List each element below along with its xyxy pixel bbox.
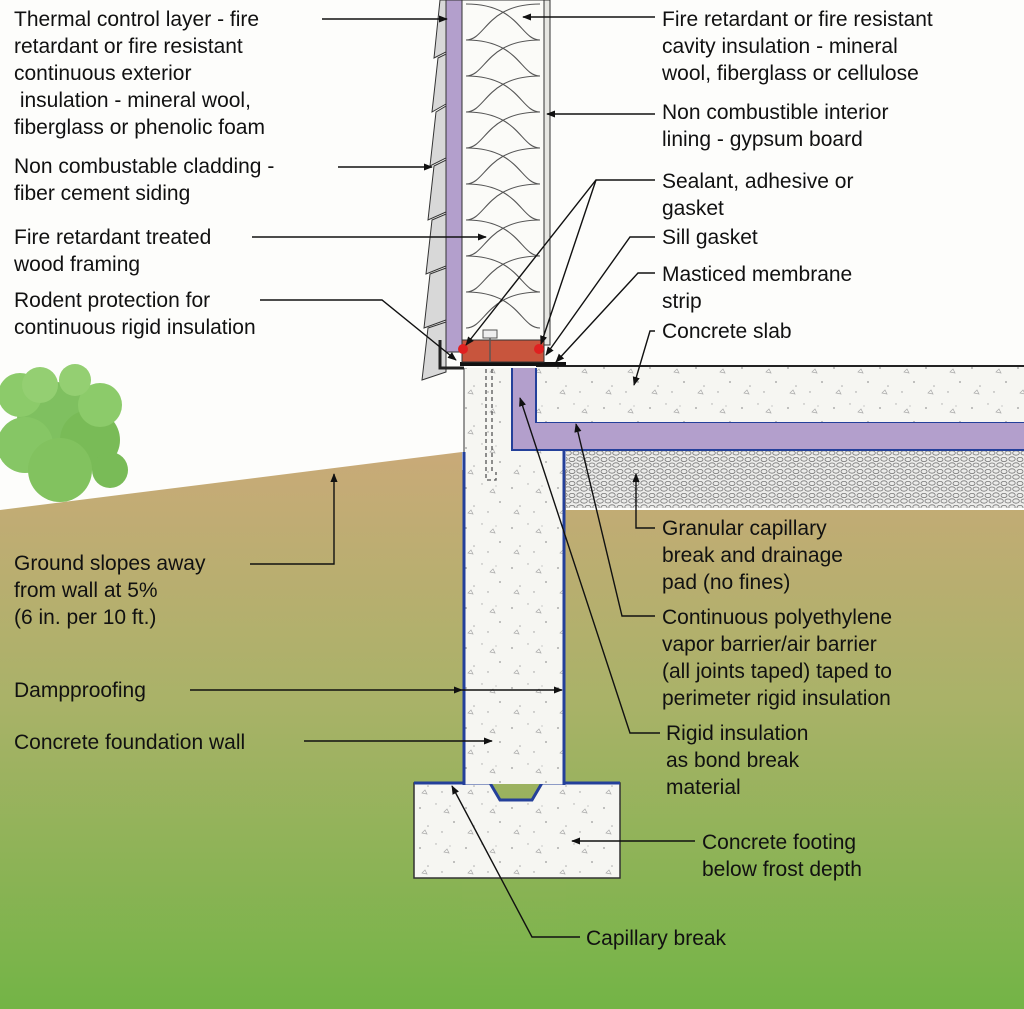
text-line: Sill gasket <box>662 226 758 249</box>
sealant-bead-left <box>458 344 468 354</box>
label-interior-lining: Non combustible interior lining - gypsum… <box>662 101 888 151</box>
label-sealant: Sealant, adhesive or gasket <box>662 170 853 220</box>
text-line: material <box>666 776 741 799</box>
text-line: from wall at 5% <box>14 579 158 602</box>
text-line: fiberglass or phenolic foam <box>14 116 265 139</box>
concrete-slab <box>537 367 1024 422</box>
text-line: pad (no fines) <box>662 571 790 594</box>
leader-poly <box>574 423 655 617</box>
label-foundation-wall: Concrete foundation wall <box>14 731 245 754</box>
text-line: (6 in. per 10 ft.) <box>14 606 156 629</box>
text-line: Concrete footing <box>702 831 856 854</box>
text-line: Fire retardant or fire resistant <box>662 8 933 31</box>
label-concrete-footing: Concrete footing below frost depth <box>702 831 862 881</box>
label-membrane-strip: Masticed membrane strip <box>662 263 852 313</box>
label-polyethylene: Continuous polyethylene vapor barrier/ai… <box>662 606 892 710</box>
leader-ground-slope <box>250 473 338 565</box>
gypsum-board <box>543 0 551 346</box>
text-line: Non combustable cladding - <box>14 155 274 178</box>
text-line: continuous exterior <box>14 62 191 85</box>
text-line: below frost depth <box>702 858 862 881</box>
granular-drainage-pad <box>566 450 1024 508</box>
label-sill-gasket: Sill gasket <box>662 226 758 249</box>
text-line: (all joints taped) taped to <box>662 660 892 683</box>
label-ground-slope: Ground slopes away from wall at 5% (6 in… <box>14 552 206 629</box>
text-line: Rodent protection for <box>14 289 210 312</box>
text-line: retardant or fire resistant <box>14 35 243 58</box>
text-line: insulation - mineral wool, <box>14 89 251 112</box>
leader-slab <box>632 330 655 386</box>
text-line: lining - gypsum board <box>662 128 863 151</box>
text-line: Ground slopes away <box>14 552 206 575</box>
text-line: wood framing <box>13 253 140 276</box>
label-granular-pad: Granular capillary break and drainage pa… <box>662 517 843 594</box>
text-line: fiber cement siding <box>14 182 190 205</box>
label-cavity-insulation: Fire retardant or fire resistant cavity … <box>661 8 933 85</box>
sill-plate <box>461 339 545 363</box>
text-line: Concrete foundation wall <box>14 731 245 754</box>
masticed-membrane-strip <box>460 362 566 366</box>
label-cladding: Non combustable cladding - fiber cement … <box>14 155 274 205</box>
bolt-nut <box>482 329 498 339</box>
text-line: Thermal control layer - fire <box>14 8 259 31</box>
label-wood-framing: Fire retardant treated wood framing <box>13 226 211 276</box>
text-line: cavity insulation - mineral <box>662 35 898 58</box>
text-line: as bond break <box>666 749 800 772</box>
text-line: Continuous polyethylene <box>662 606 892 629</box>
text-line: Sealant, adhesive or <box>662 170 853 193</box>
leader-membrane <box>555 272 655 363</box>
text-line: break and drainage <box>662 544 843 567</box>
text-line: Rigid insulation <box>666 722 808 745</box>
leader-rigid-insulation <box>519 397 660 734</box>
text-line: Granular capillary <box>662 517 827 540</box>
label-concrete-slab: Concrete slab <box>662 320 792 343</box>
text-line: strip <box>662 290 702 313</box>
fiber-cement-siding <box>421 0 447 381</box>
leader-rodent-protection <box>260 299 457 361</box>
leader-granular <box>632 473 655 529</box>
text-line: Non combustible interior <box>662 101 888 124</box>
rodent-protection-flashing <box>438 340 464 370</box>
label-dampproofing: Dampproofing <box>14 679 146 702</box>
text-line: Concrete slab <box>662 320 792 343</box>
leader-lines <box>190 13 695 938</box>
sealant-bead-right <box>534 344 544 354</box>
label-capillary-break: Capillary break <box>586 927 727 950</box>
text-line: vapor barrier/air barrier <box>662 633 877 656</box>
text-line: perimeter rigid insulation <box>662 687 891 710</box>
anchor-bolt <box>485 362 497 481</box>
text-line: gasket <box>662 197 724 220</box>
leader-capillary-break <box>451 785 580 938</box>
polyethylene-vapor-barrier <box>511 368 1024 451</box>
text-line: continuous rigid insulation <box>14 316 256 339</box>
label-rigid-insulation: Rigid insulation as bond break material <box>666 722 808 799</box>
text-line: Capillary break <box>586 927 727 950</box>
leader-sill-gasket <box>545 236 655 356</box>
cavity-insulation-batt <box>465 3 541 329</box>
label-rodent-protection: Rodent protection for continuous rigid i… <box>14 289 256 339</box>
text-line: wool, fiberglass or cellulose <box>661 62 919 85</box>
text-line: Dampproofing <box>14 679 146 702</box>
leader-sealant-right <box>540 179 597 345</box>
stud-cavity <box>461 0 545 341</box>
continuous-exterior-insulation <box>445 0 463 353</box>
text-line: Masticed membrane <box>662 263 852 286</box>
rigid-insulation-bond-break <box>512 368 1024 450</box>
shrub-illustration <box>0 364 128 502</box>
text-line: Fire retardant treated <box>14 226 211 249</box>
label-thermal-control-layer: Thermal control layer - fire retardant o… <box>14 8 265 139</box>
ground-soil <box>0 452 1024 1009</box>
